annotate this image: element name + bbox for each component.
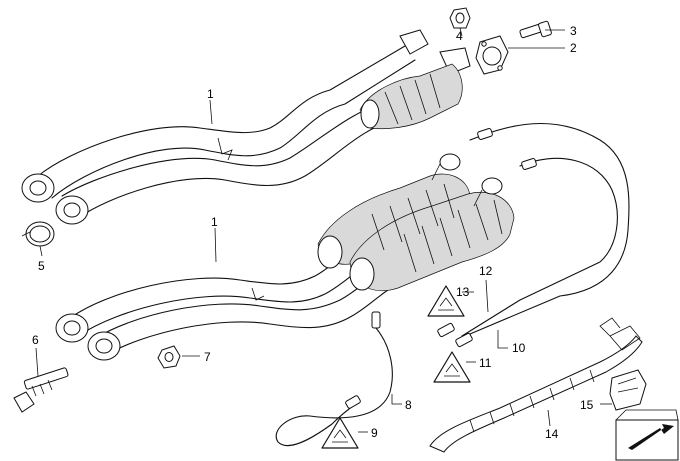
gasket-part-2 xyxy=(475,35,509,75)
lower-front-pipe-assembly xyxy=(55,153,515,361)
callout-7: 7 xyxy=(204,350,211,364)
leader-lines xyxy=(21,27,612,433)
callout-11: 11 xyxy=(479,356,492,370)
bolt-part-3 xyxy=(519,20,552,39)
callout-10: 10 xyxy=(512,341,526,355)
callout-labels: 1 1 2 3 4 5 6 7 8 9 10 11 12 13 14 15 xyxy=(32,24,594,441)
oxygen-sensor-part-8 xyxy=(275,311,393,447)
callout-5: 5 xyxy=(38,259,45,273)
bolt-part-6 xyxy=(13,367,69,413)
callout-3: 3 xyxy=(570,24,577,38)
callout-2: 2 xyxy=(570,41,577,55)
callout-12: 12 xyxy=(479,264,493,278)
callout-4: 4 xyxy=(456,29,463,43)
warning-triangle-icon xyxy=(427,285,465,317)
clip-part-15 xyxy=(609,369,647,411)
callout-14: 14 xyxy=(545,427,559,441)
nut-part-7 xyxy=(157,345,181,369)
direction-arrow-icon xyxy=(615,409,679,461)
callout-1-lower: 1 xyxy=(211,215,218,229)
callout-8: 8 xyxy=(405,398,412,412)
seal-ring-part-5 xyxy=(25,221,55,247)
warning-triangle-icon xyxy=(321,417,359,449)
callout-15: 15 xyxy=(580,398,594,412)
upper-front-pipe-assembly xyxy=(21,29,471,225)
nut-part-4 xyxy=(449,7,471,29)
warning-triangle-icon xyxy=(433,351,471,383)
callout-1-upper: 1 xyxy=(207,87,214,101)
callout-13: 13 xyxy=(456,285,470,299)
oxygen-sensor-cables xyxy=(437,122,630,348)
wiring-bracket-part-14 xyxy=(429,317,643,453)
callout-6: 6 xyxy=(32,333,39,347)
callout-9: 9 xyxy=(371,426,378,440)
